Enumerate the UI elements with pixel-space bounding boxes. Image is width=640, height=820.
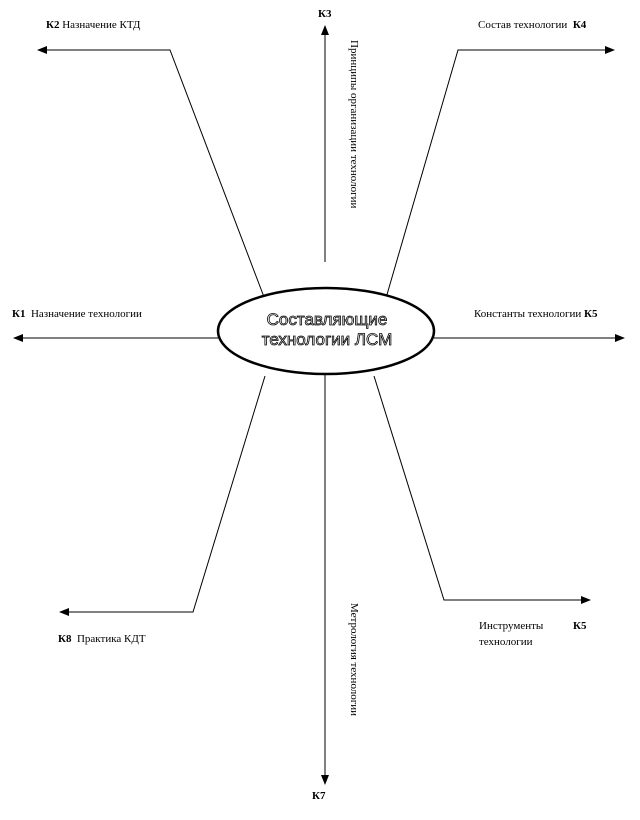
arrow-k2 — [37, 46, 265, 298]
code-k5-tools-text: К5 — [573, 620, 587, 632]
code-k7: К7 — [312, 790, 326, 802]
text-k4: Состав технологии — [478, 19, 568, 31]
center-title: Составляющие технологии ЛСМ — [220, 310, 434, 350]
text-k5-constants: Константы технологии — [474, 308, 582, 320]
label-k4: Состав технологии К4 — [478, 19, 586, 32]
center-title-line1: Составляющие — [266, 310, 388, 330]
label-k5-tools-line1: Инструменты — [479, 620, 544, 632]
text-k3: Принципы организации технологии — [348, 40, 360, 209]
text-k2: Назначение КТД — [62, 19, 141, 31]
text-k8: Практика КДТ — [76, 633, 146, 645]
code-k8: К8 — [58, 633, 72, 645]
code-k3: К3 — [318, 8, 332, 20]
label-k3: К3 — [318, 8, 331, 21]
code-k4: К4 — [572, 19, 587, 31]
code-k5-tools: К5 — [573, 620, 586, 633]
label-k1: К1 Назначение технологии — [12, 308, 142, 321]
label-k5-tools-line2: технологии — [479, 636, 533, 648]
text-k7: Метрология технологии — [348, 603, 360, 717]
label-k8: К8 Практика КДТ — [58, 633, 146, 646]
label-k2: К2 Назначение КТД — [46, 19, 140, 32]
code-k5-constants: К5 — [584, 308, 598, 320]
code-k1: К1 — [12, 308, 26, 320]
label-k7: К7 — [312, 790, 325, 803]
code-k2: К2 — [46, 19, 60, 31]
center-ellipse — [216, 286, 436, 376]
text-k1: Назначение технологии — [30, 308, 142, 320]
arrow-k5-tools — [373, 375, 591, 604]
arrow-k4 — [385, 46, 615, 299]
arrow-k8 — [59, 375, 266, 616]
label-k5-constants: Константы технологии К5 — [474, 308, 598, 321]
center-title-line2: технологии ЛСМ — [261, 330, 393, 350]
